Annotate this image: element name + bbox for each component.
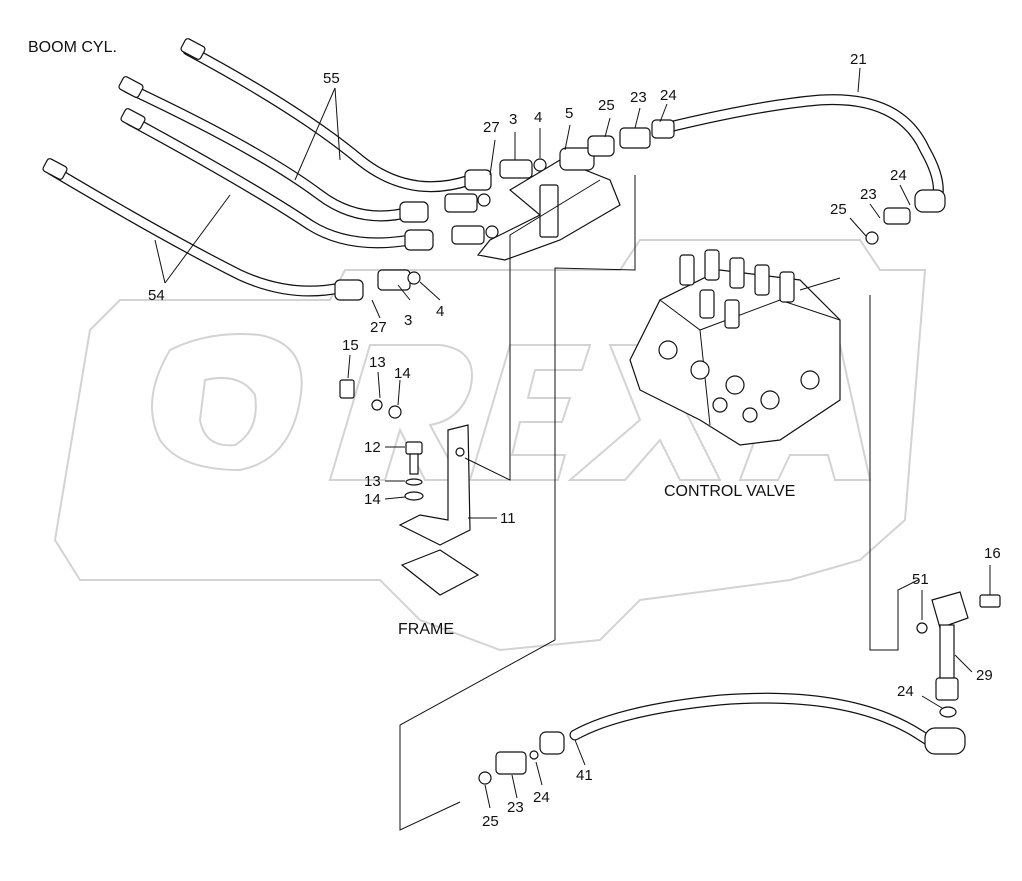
control-valve [629, 249, 841, 446]
callout-27-lower: 27 [370, 319, 387, 336]
caption-boom-cyl: BOOM CYL. [28, 39, 117, 56]
callout-25-right: 25 [830, 201, 847, 218]
callout-15: 15 [342, 337, 359, 354]
hose-55-upper [180, 38, 476, 193]
hose-54-upper [120, 108, 416, 249]
callout-4-lower: 4 [436, 303, 444, 320]
callout-12: 12 [364, 439, 381, 456]
fittings-upper [334, 158, 547, 301]
manifold-block [476, 147, 621, 261]
callout-23-bottom: 23 [507, 799, 524, 816]
callout-21: 21 [850, 51, 867, 68]
callout-51: 51 [912, 571, 929, 588]
callout-24-lower-right: 24 [897, 683, 914, 700]
caption-control-valve: CONTROL VALVE [664, 483, 795, 500]
callout-5: 5 [565, 105, 573, 122]
callout-54: 54 [148, 287, 165, 304]
callout-23-right: 23 [860, 186, 877, 203]
hose-54-lower [42, 158, 346, 297]
hose-21 [587, 94, 946, 245]
callout-14-upper: 14 [394, 365, 411, 382]
callout-11: 11 [500, 510, 516, 527]
callout-29: 29 [976, 667, 993, 684]
callout-24-bottom: 24 [533, 789, 550, 806]
callout-4-upper: 4 [534, 109, 542, 126]
hose-55-lower [118, 76, 416, 222]
callout-24-upper: 24 [660, 87, 677, 104]
callout-27-upper: 27 [483, 119, 500, 136]
callout-25-bottom: 25 [482, 813, 499, 830]
caption-frame: FRAME [398, 621, 454, 638]
callout-16: 16 [984, 545, 1001, 562]
callout-3-lower: 3 [404, 312, 412, 329]
callout-24-right: 24 [890, 167, 907, 184]
callout-3-upper: 3 [509, 111, 517, 128]
callout-25-upper: 25 [598, 97, 615, 114]
hose-41 [478, 692, 966, 785]
callout-13-lower: 13 [364, 473, 381, 490]
callout-13-upper: 13 [369, 354, 386, 371]
leader-lines [154, 67, 991, 831]
adapter-29 [916, 591, 1001, 718]
callout-14-lower: 14 [364, 491, 381, 508]
callout-55: 55 [323, 70, 340, 87]
bracket-11 [339, 379, 480, 596]
callout-23-upper: 23 [630, 89, 647, 106]
callout-41: 41 [576, 767, 593, 784]
